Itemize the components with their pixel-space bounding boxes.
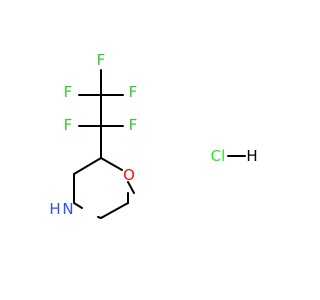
bond-ring-bottom (100, 202, 129, 219)
atom-fluorine-upper-right: F (129, 83, 138, 101)
salt-hydrogen: H (246, 147, 257, 165)
atom-fluorine-lower-right: F (129, 116, 138, 134)
salt-chlorine: Cl (211, 147, 226, 165)
atom-fluorine-upper-left: F (64, 83, 73, 101)
bond-ring-c-c-upper (73, 157, 102, 175)
bonds (73, 69, 246, 219)
atom-fluorine-lower-left: F (64, 116, 73, 134)
bond-ring-c-n (73, 202, 83, 209)
atom-nitrogen-hydrogen: H (49, 200, 60, 218)
bond-o-c (127, 181, 135, 194)
atom-labels: F F F F F O H N Cl H (49, 51, 257, 218)
atom-nitrogen: N (62, 200, 73, 218)
molecule-diagram: F F F F F O H N Cl H (49, 51, 258, 219)
bond-ring-c-o (100, 157, 123, 171)
atom-fluorine-top: F (97, 51, 106, 69)
structure-canvas: F F F F F O H N Cl H (49, 51, 258, 219)
atom-oxygen: O (123, 166, 135, 184)
